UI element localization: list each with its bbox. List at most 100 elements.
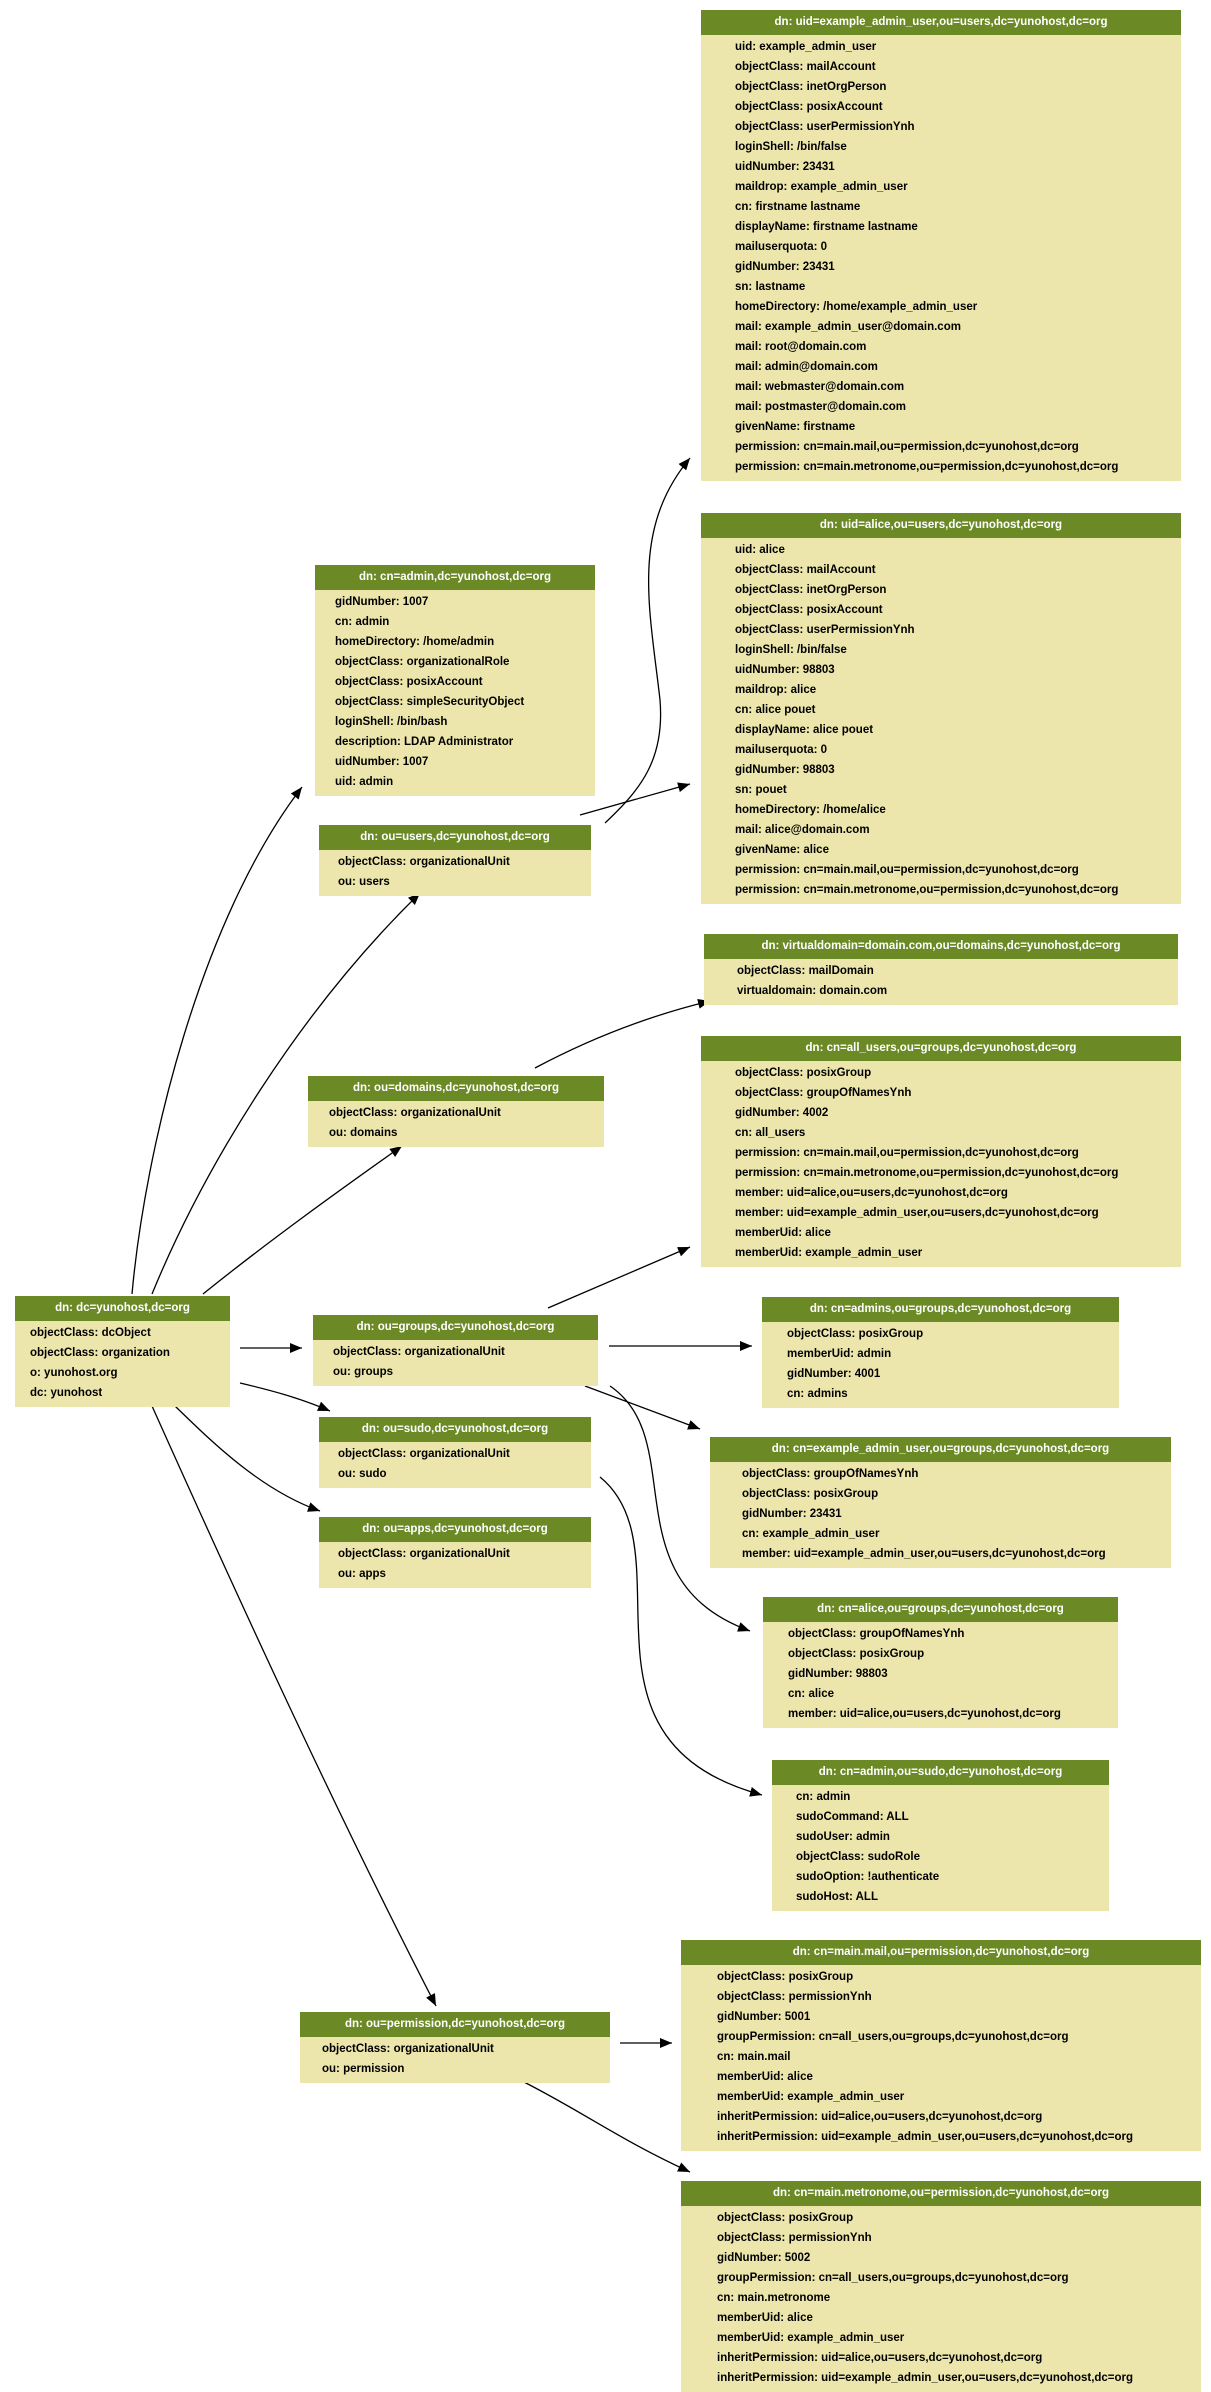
- entry-attribute: displayName: alice pouet: [735, 724, 874, 736]
- entry-attribute: homeDirectory: /home/alice: [735, 804, 886, 816]
- entry-attribute: member: uid=alice,ou=users,dc=yunohost,d…: [735, 1187, 1008, 1199]
- entry-attribute: mail: alice@domain.com: [735, 824, 870, 836]
- entry-attribute: objectClass: sudoRole: [796, 1851, 920, 1863]
- entry-attribute: givenName: alice: [735, 844, 829, 856]
- entry-attribute: uid: admin: [335, 776, 394, 788]
- entry-attribute: objectClass: posixGroup: [717, 2212, 854, 2224]
- entry-attribute: objectClass: posixAccount: [735, 101, 883, 113]
- entry-attribute: objectClass: mailAccount: [735, 61, 876, 73]
- entry-attribute: memberUid: alice: [735, 1227, 831, 1239]
- entry-attribute: memberUid: example_admin_user: [735, 1247, 923, 1259]
- entry-attribute: objectClass: dcObject: [30, 1327, 151, 1339]
- entry-attribute: permission: cn=main.mail,ou=permission,d…: [735, 1147, 1079, 1159]
- entry-attribute: objectClass: mailDomain: [737, 965, 874, 977]
- entry-attribute: cn: alice: [788, 1688, 835, 1700]
- entry-attribute: gidNumber: 23431: [735, 261, 835, 273]
- entry-attribute: sn: lastname: [735, 281, 806, 293]
- entry-attribute: givenName: firstname: [735, 421, 856, 433]
- entry-attribute: mailuserquota: 0: [735, 241, 828, 253]
- entry-attribute: permission: cn=main.metronome,ou=permiss…: [735, 461, 1119, 473]
- entry-attribute: description: LDAP Administrator: [335, 736, 514, 748]
- entry-attribute: groupPermission: cn=all_users,ou=groups,…: [717, 2031, 1069, 2043]
- entry-attribute: objectClass: organizationalUnit: [338, 1448, 510, 1460]
- entry-attribute: memberUid: alice: [717, 2312, 813, 2324]
- ldap-entry-user-example-admin: dn: uid=example_admin_user,ou=users,dc=y…: [701, 10, 1181, 481]
- ldap-entry-perm-metronome: dn: cn=main.metronome,ou=permission,dc=y…: [681, 2181, 1201, 2392]
- entry-dn: dn: dc=yunohost,dc=org: [15, 1296, 230, 1321]
- entry-attribute: ou: apps: [338, 1568, 386, 1580]
- entry-attributes: objectClass: posixGroup objectClass: perm…: [681, 2206, 1201, 2388]
- entry-attribute: mail: postmaster@domain.com: [735, 401, 906, 413]
- entry-attribute: objectClass: inetOrgPerson: [735, 81, 887, 93]
- entry-dn: dn: ou=apps,dc=yunohost,dc=org: [319, 1517, 591, 1542]
- entry-attribute: sn: pouet: [735, 784, 787, 796]
- edge-groups-to-group-alice: [609, 1385, 751, 1632]
- ldap-entry-group-alice: dn: cn=alice,ou=groups,dc=yunohost,dc=or…: [763, 1597, 1118, 1728]
- edge-root-to-users: [151, 892, 421, 1295]
- entry-attribute: permission: cn=main.mail,ou=permission,d…: [735, 864, 1079, 876]
- entry-attribute: ou: users: [338, 876, 390, 888]
- entry-attribute: cn: admin: [796, 1791, 851, 1803]
- entry-dn: dn: uid=alice,ou=users,dc=yunohost,dc=or…: [701, 513, 1181, 538]
- edge-root-to-apps: [174, 1405, 321, 1512]
- entry-attribute: objectClass: posixAccount: [335, 676, 483, 688]
- edge-domains-to-virtualdomain: [534, 998, 711, 1069]
- entry-attribute: uid: alice: [735, 544, 785, 556]
- entry-attribute: objectClass: organizationalUnit: [338, 1548, 510, 1560]
- entry-dn: dn: ou=users,dc=yunohost,dc=org: [319, 825, 591, 850]
- entry-attribute: cn: alice pouet: [735, 704, 816, 716]
- entry-attribute: objectClass: groupOfNamesYnh: [735, 1087, 912, 1099]
- entry-attribute: memberUid: example_admin_user: [717, 2332, 905, 2344]
- entry-attribute: loginShell: /bin/false: [735, 644, 847, 656]
- entry-attribute: mail: example_admin_user@domain.com: [735, 321, 961, 333]
- entry-attribute: objectClass: permissionYnh: [717, 2232, 872, 2244]
- ldap-entry-group-admins: dn: cn=admins,ou=groups,dc=yunohost,dc=o…: [762, 1297, 1119, 1408]
- entry-dn: dn: cn=all_users,ou=groups,dc=yunohost,d…: [701, 1036, 1181, 1061]
- entry-attribute: groupPermission: cn=all_users,ou=groups,…: [717, 2272, 1069, 2284]
- entry-attribute: mailuserquota: 0: [735, 744, 828, 756]
- entry-attribute: dc: yunohost: [30, 1387, 103, 1399]
- entry-attribute: objectClass: organizationalUnit: [322, 2043, 494, 2055]
- entry-attribute: mail: root@domain.com: [735, 341, 867, 353]
- entry-attribute: cn: firstname lastname: [735, 201, 861, 213]
- entry-attribute: sudoUser: admin: [796, 1831, 890, 1843]
- entry-attribute: mail: webmaster@domain.com: [735, 381, 905, 393]
- entry-attribute: inheritPermission: uid=alice,ou=users,dc…: [717, 2352, 1043, 2364]
- edge-users-to-user-example-admin: [604, 457, 691, 824]
- edge-root-to-domains: [202, 1145, 403, 1295]
- entry-attribute: sudoCommand: ALL: [796, 1811, 909, 1823]
- ldap-entry-permission: dn: ou=permission,dc=yunohost,dc=org obje…: [300, 2012, 610, 2083]
- entry-attribute: member: uid=alice,ou=users,dc=yunohost,d…: [788, 1708, 1061, 1720]
- entry-dn: dn: ou=permission,dc=yunohost,dc=org: [300, 2012, 610, 2037]
- entry-attributes: uid: alice objectClass: mailAccount object…: [701, 538, 1181, 900]
- entry-attribute: objectClass: userPermissionYnh: [735, 624, 915, 636]
- entry-attribute: loginShell: /bin/bash: [335, 716, 448, 728]
- entry-attribute: gidNumber: 5001: [717, 2011, 811, 2023]
- ldap-entry-virtualdomain: dn: virtualdomain=domain.com,ou=domains,…: [704, 934, 1178, 1005]
- entry-attribute: inheritPermission: uid=example_admin_use…: [717, 2372, 1134, 2384]
- entry-attribute: gidNumber: 98803: [788, 1668, 888, 1680]
- entry-dn: dn: ou=domains,dc=yunohost,dc=org: [308, 1076, 604, 1101]
- entry-attribute: permission: cn=main.metronome,ou=permiss…: [735, 884, 1119, 896]
- entry-attribute: gidNumber: 5002: [717, 2252, 811, 2264]
- entry-attribute: objectClass: posixAccount: [735, 604, 883, 616]
- ldap-entry-root: dn: dc=yunohost,dc=org objectClass: dcObj…: [15, 1296, 230, 1407]
- entry-attribute: cn: admin: [335, 616, 390, 628]
- entry-attribute: inheritPermission: uid=alice,ou=users,dc…: [717, 2111, 1043, 2123]
- entry-attribute: sudoOption: !authenticate: [796, 1871, 940, 1883]
- edge-root-to-sudo: [239, 1382, 331, 1412]
- entry-attribute: objectClass: permissionYnh: [717, 1991, 872, 2003]
- ldap-entry-user-alice: dn: uid=alice,ou=users,dc=yunohost,dc=or…: [701, 513, 1181, 904]
- ldap-entry-group-all-users: dn: cn=all_users,ou=groups,dc=yunohost,d…: [701, 1036, 1181, 1267]
- entry-attributes: cn: admin sudoCommand: ALL sudoUser: admin…: [772, 1785, 1109, 1907]
- entry-attribute: objectClass: mailAccount: [735, 564, 876, 576]
